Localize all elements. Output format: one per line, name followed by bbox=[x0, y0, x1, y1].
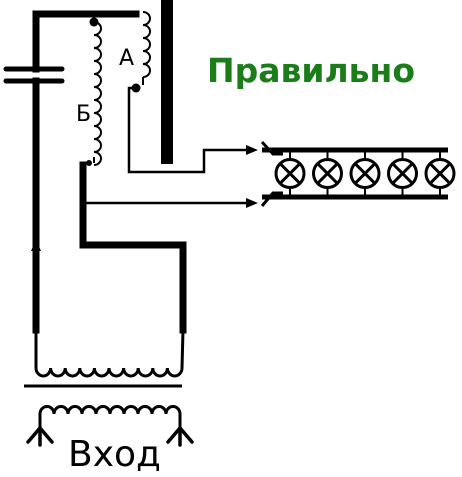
lamp-bank-left-fork-top bbox=[260, 140, 283, 156]
lamp-icon bbox=[274, 151, 306, 196]
primary-coil bbox=[38, 405, 182, 428]
wire-capacitor-top-loop bbox=[32, 10, 140, 73]
dot-coil-a-end bbox=[131, 83, 141, 93]
thin-wires bbox=[83, 86, 252, 205]
lamp-icon bbox=[349, 151, 381, 196]
input-terminal-left bbox=[26, 426, 54, 447]
coil-b bbox=[93, 14, 102, 166]
secondary-coil bbox=[34, 329, 185, 378]
arrow-upper-lamp-feed bbox=[246, 145, 258, 155]
winding-a-label: А bbox=[119, 46, 134, 71]
arrow-lower-lamp-feed bbox=[246, 198, 258, 208]
dot-coil-b-start bbox=[89, 17, 99, 27]
lamp-icon bbox=[424, 151, 456, 196]
coil-a bbox=[142, 11, 151, 85]
dot-coil-b-end bbox=[86, 160, 92, 166]
lamp-bank-left-fork-bottom bbox=[260, 191, 283, 207]
arrow-left-wire-up bbox=[31, 240, 41, 251]
winding-b-label: Б bbox=[76, 102, 91, 127]
thick-wires bbox=[32, 0, 187, 334]
lamp-icon bbox=[312, 151, 343, 196]
lamp-group bbox=[274, 151, 456, 196]
input-terminal-right bbox=[166, 426, 194, 447]
input-label: Вход bbox=[68, 434, 161, 475]
wire-dot-a-to-lamps bbox=[127, 86, 252, 174]
lamp-icon bbox=[387, 151, 418, 196]
lamp-bank bbox=[260, 140, 456, 207]
arrowheads bbox=[31, 145, 258, 251]
connection-dots bbox=[86, 17, 141, 166]
wire-tap-to-secondary bbox=[79, 161, 187, 334]
status-label: Правильно bbox=[207, 51, 415, 90]
